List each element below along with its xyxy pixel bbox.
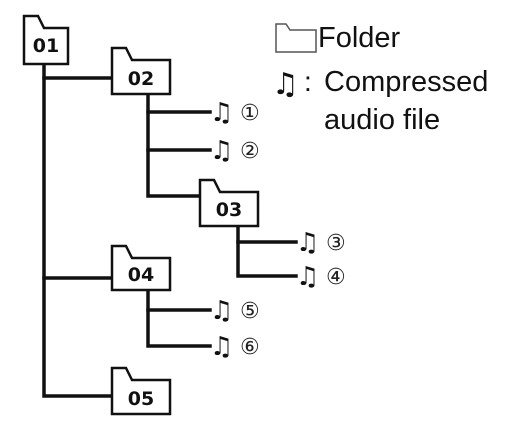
- music-note-icon: ♫: [210, 136, 233, 166]
- file-3: ♫ ③: [296, 228, 346, 258]
- connector-02-trunk: [146, 92, 202, 198]
- folder-icon: [22, 14, 70, 66]
- folder-04: 04: [110, 244, 172, 292]
- connector-04-trunk: [146, 288, 212, 348]
- folder-03: 03: [198, 178, 260, 228]
- legend-music-note-icon: ♫: [272, 67, 299, 102]
- file-number: ⑥: [240, 335, 260, 360]
- folder-label: 03: [216, 199, 242, 221]
- music-note-icon: ♫: [210, 296, 233, 326]
- connector-01-trunk: [42, 62, 114, 398]
- folder-label: 02: [128, 68, 154, 90]
- file-6: ♫ ⑥: [210, 332, 260, 362]
- folder-label: 01: [33, 35, 59, 57]
- folder-01: 01: [22, 14, 70, 66]
- file-number: ②: [240, 139, 260, 164]
- legend-audio-label-line2: audio file: [324, 104, 441, 136]
- tree-connectors: [42, 62, 298, 398]
- legend-colon: :: [304, 66, 312, 97]
- music-note-icon: ♫: [210, 332, 233, 362]
- legend-audio-label-line1: Compressed: [324, 66, 489, 98]
- folder-label: 05: [128, 388, 154, 410]
- file-number: ⑤: [240, 299, 260, 324]
- folder-icon: [110, 46, 172, 96]
- legend-folder-icon: [275, 23, 317, 53]
- legend-folder-label: Folder: [318, 22, 401, 54]
- file-5: ♫ ⑤: [210, 296, 260, 326]
- folder-icon: [110, 244, 172, 292]
- file-2: ♫ ②: [210, 136, 260, 166]
- folder-05: 05: [110, 366, 172, 416]
- music-note-icon: ♫: [296, 262, 319, 292]
- file-number: ④: [326, 265, 346, 290]
- music-note-icon: ♫: [210, 98, 233, 128]
- file-number: ③: [326, 231, 346, 256]
- file-4: ♫ ④: [296, 262, 346, 292]
- connector-03-trunk: [236, 224, 298, 278]
- file-number: ①: [240, 101, 260, 126]
- file-1: ♫ ①: [210, 98, 260, 128]
- folder-icon: [198, 178, 260, 228]
- folder-icon: [110, 366, 172, 416]
- folder-02: 02: [110, 46, 172, 96]
- music-note-icon: ♫: [296, 228, 319, 258]
- folder-label: 04: [128, 264, 154, 286]
